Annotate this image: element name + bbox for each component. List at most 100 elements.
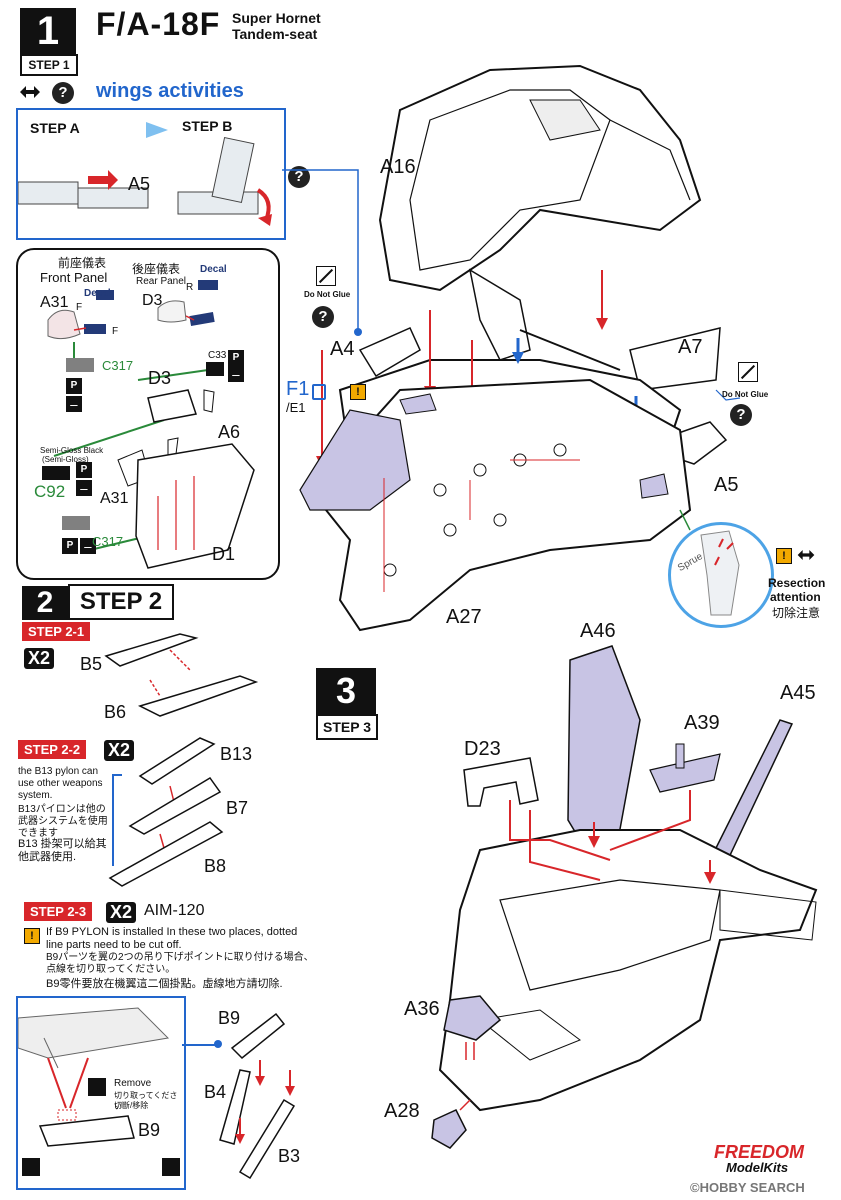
color-c92: C92 bbox=[34, 482, 66, 501]
front-panel-en: Front Panel bbox=[40, 270, 108, 285]
brand-logo: FREEDOM ModelKits bbox=[710, 1142, 828, 1178]
part-b7-label: B7 bbox=[226, 798, 249, 818]
step1-lower-fuselage bbox=[299, 378, 692, 632]
color-swatch-gray bbox=[66, 358, 94, 372]
question-icon: ? bbox=[730, 404, 752, 426]
part-f1-icon bbox=[312, 384, 326, 400]
resection-cn-label: 切除注意 bbox=[772, 606, 821, 620]
step-2-number: 2 bbox=[22, 586, 68, 620]
paint-icon: P bbox=[76, 462, 92, 478]
resection-label: Resection bbox=[768, 576, 826, 590]
marker-f: F bbox=[112, 326, 119, 337]
decal-label-front: Decal bbox=[84, 288, 111, 299]
part-b13-label: B13 bbox=[220, 744, 253, 764]
part-a46-label: A46 bbox=[580, 620, 616, 642]
remove-cn-label: 切斷/移除 bbox=[114, 1101, 149, 1110]
b13-note-jp: B13パイロンは他の武器システムを使用できます bbox=[18, 804, 108, 839]
step-b-label: STEP B bbox=[182, 118, 233, 134]
paint-icon: P bbox=[66, 378, 82, 394]
part-a16-label: A16 bbox=[380, 156, 416, 178]
step-2-2-tag: STEP 2-2 bbox=[18, 740, 87, 759]
paint-icon: ⚊ bbox=[228, 366, 244, 382]
part-d1-label: D1 bbox=[212, 544, 236, 564]
remove-jp-label: 切り取ってください bbox=[114, 1091, 178, 1111]
step-1-number: 1 bbox=[20, 8, 76, 54]
subtitle-super-hornet: Super Hornet bbox=[232, 10, 321, 26]
part-a36-label: A36 bbox=[404, 998, 440, 1020]
color-swatch-black bbox=[206, 362, 224, 376]
b13-note-cn: B13 掛架可以給其他武器使用. bbox=[18, 838, 107, 863]
part-a5-label: A5 bbox=[128, 174, 151, 194]
b13-bracket bbox=[112, 774, 122, 866]
part-a6-label: A6 bbox=[218, 422, 241, 442]
no-glue-icon bbox=[738, 362, 758, 382]
subtitle-tandem-seat: Tandem-seat bbox=[232, 26, 318, 42]
step-a-label: STEP A bbox=[30, 120, 80, 136]
b9-note-jp: B9パーツを翼の2つの吊り下げポイントに取り付ける場合、点線を切り取ってください… bbox=[46, 952, 314, 975]
part-a45-label: A45 bbox=[780, 682, 816, 704]
semi-gloss-sub: (Semi-Gloss) bbox=[42, 455, 89, 464]
do-not-glue-label: Do Not Glue bbox=[304, 290, 351, 299]
movable-icon bbox=[18, 82, 42, 102]
paint-icon: ⚊ bbox=[66, 396, 82, 412]
front-panel-cn: 前座儀表 bbox=[58, 256, 107, 270]
color-c33: C33 bbox=[208, 350, 227, 361]
page-title: F/A-18F bbox=[96, 6, 221, 42]
decal-label-rear: Decal bbox=[200, 264, 227, 275]
remove-label: Remove bbox=[114, 1078, 152, 1089]
b9-connector-dot bbox=[214, 1040, 222, 1048]
color-c317-top: C317 bbox=[102, 358, 134, 373]
semi-gloss-label: Semi-Gloss Black bbox=[40, 446, 104, 455]
part-b8-label: B8 bbox=[204, 856, 227, 876]
brand-logo-bottom: ModelKits bbox=[726, 1160, 789, 1175]
step-1-label: STEP 1 bbox=[20, 54, 78, 76]
marker-f: F bbox=[76, 302, 83, 313]
part-a7-label: A7 bbox=[678, 336, 703, 358]
part-b9-label: B9 bbox=[218, 1008, 241, 1028]
cockpit-detail-box: 前座儀表 Front Panel 後座儀表 Rear Panel Decal D… bbox=[16, 248, 280, 580]
b9-note-en: If B9 PYLON is installed In these two pl… bbox=[46, 926, 298, 951]
part-e1-label: /E1 bbox=[286, 400, 306, 415]
do-not-glue-label-2: Do Not Glue bbox=[722, 390, 769, 399]
warning-icon: ! bbox=[350, 384, 366, 400]
question-icon: ? bbox=[312, 306, 334, 328]
quantity-x2: X2 bbox=[104, 740, 135, 761]
paint-icon: ⚊ bbox=[76, 480, 92, 496]
step2-missile-illustration bbox=[104, 633, 296, 1180]
rear-panel-en: Rear Panel bbox=[136, 276, 187, 287]
step-3-number: 3 bbox=[316, 668, 376, 714]
part-f1-label: F1 bbox=[286, 378, 310, 400]
rear-panel-cn: 後座儀表 bbox=[132, 262, 181, 276]
part-a27-label: A27 bbox=[446, 606, 482, 628]
step-3-label: STEP 3 bbox=[316, 714, 378, 740]
color-swatch-semi-black bbox=[42, 466, 70, 480]
color-c317-bottom: C317 bbox=[92, 534, 124, 549]
part-d3-top-label: D3 bbox=[142, 292, 163, 309]
step-2-3-tag: STEP 2-3 bbox=[24, 902, 93, 921]
paint-icon: P bbox=[62, 538, 78, 554]
quantity-x2: X2 bbox=[24, 648, 55, 669]
b13-note-en: the B13 pylon can use other weapons syst… bbox=[18, 766, 103, 801]
part-a4-label: A4 bbox=[330, 338, 355, 360]
watermark: ©HOBBY SEARCH bbox=[690, 1180, 805, 1195]
step-2-1-tag: STEP 2-1 bbox=[22, 622, 91, 641]
marker-r: R bbox=[186, 282, 194, 293]
wings-activities-title: wings activities bbox=[96, 80, 244, 102]
wing-fold-box: STEP A STEP B A5 bbox=[16, 108, 286, 240]
aim-120-label: AIM-120 bbox=[144, 902, 205, 919]
b9-note-cn: B9零件要放在機翼這二個掛點。虛線地方請切除. bbox=[46, 978, 283, 990]
sprue-detail-circle: Sprue bbox=[668, 522, 774, 628]
no-glue-icon bbox=[316, 266, 336, 286]
b9-detail-box: Remove 切り取ってください 切斷/移除 B9 bbox=[16, 996, 186, 1190]
part-a28-label: A28 bbox=[384, 1100, 420, 1122]
part-a5-right-label: A5 bbox=[714, 474, 739, 496]
part-a39-label: A39 bbox=[684, 712, 720, 734]
part-a31-label: A31 bbox=[40, 294, 69, 311]
part-b6-label: B6 bbox=[104, 702, 127, 722]
step3-assembly-illustration bbox=[431, 645, 818, 1149]
part-b5-label: B5 bbox=[80, 654, 103, 674]
question-icon: ? bbox=[288, 166, 310, 188]
warning-icon: ! bbox=[776, 548, 792, 564]
question-icon: ? bbox=[52, 82, 74, 104]
movable-icon bbox=[796, 546, 816, 564]
